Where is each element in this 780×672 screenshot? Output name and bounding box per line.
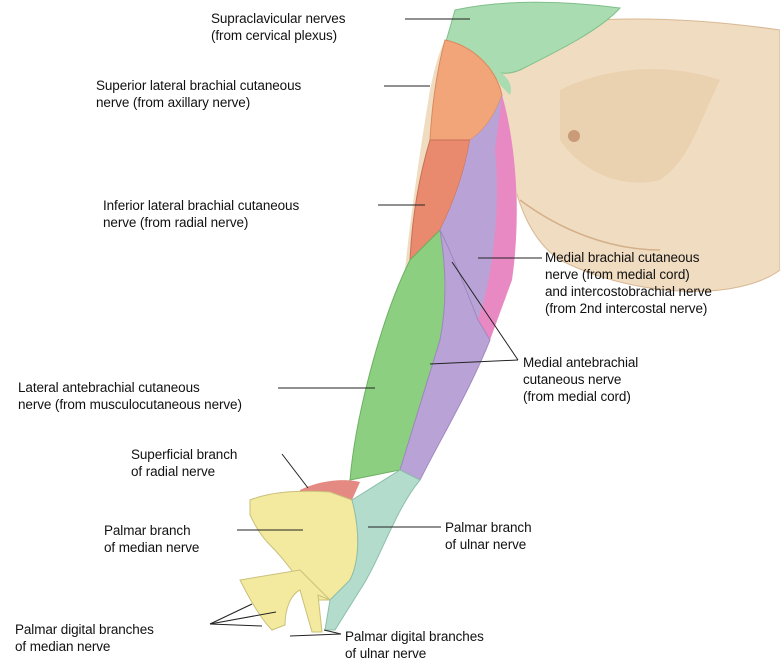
nipple bbox=[568, 130, 580, 142]
label-medial-antebrachial: Medial antebrachial cutaneous nerve (fro… bbox=[523, 354, 638, 405]
label-palmar-digital-median: Palmar digital branches of median nerve bbox=[15, 621, 154, 655]
label-palmar-ulnar: Palmar branch of ulnar nerve bbox=[445, 519, 532, 553]
label-superior-lateral-brachial: Superior lateral brachial cutaneous nerv… bbox=[96, 77, 301, 111]
label-superficial-radial: Superficial branch of radial nerve bbox=[131, 446, 237, 480]
label-medial-brachial: Medial brachial cutaneous nerve (from me… bbox=[545, 249, 712, 317]
label-palmar-median: Palmar branch of median nerve bbox=[104, 522, 199, 556]
label-inferior-lateral-brachial: Inferior lateral brachial cutaneous nerv… bbox=[103, 197, 299, 231]
label-supraclavicular: Supraclavicular nerves (from cervical pl… bbox=[211, 10, 345, 44]
label-lateral-antebrachial: Lateral antebrachial cutaneous nerve (fr… bbox=[18, 379, 242, 413]
label-palmar-digital-ulnar: Palmar digital branches of ulnar nerve bbox=[345, 628, 484, 662]
